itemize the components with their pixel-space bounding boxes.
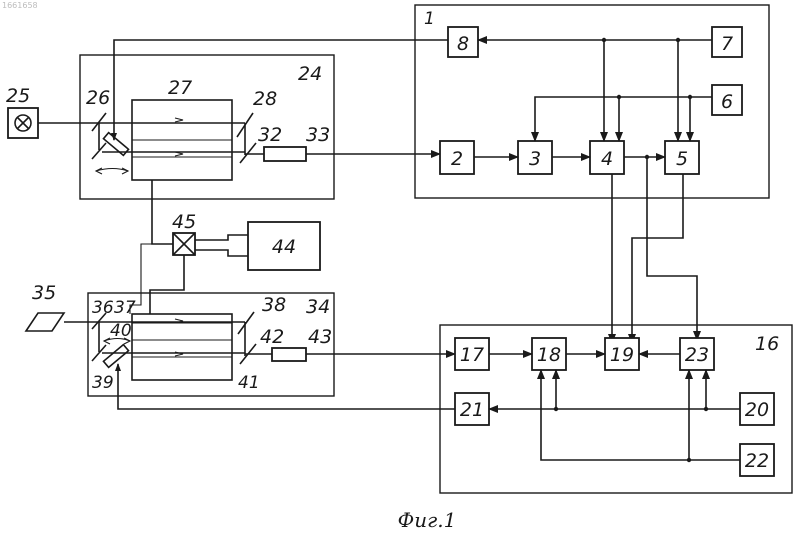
light-source-35: [26, 313, 64, 331]
link-27-to-45: [152, 180, 173, 244]
link-21-to-mirror: [118, 364, 455, 409]
label-33: 33: [306, 124, 330, 146]
light-source-25: [8, 108, 38, 138]
link-22-to-18: [541, 370, 740, 460]
element-45: [173, 233, 195, 255]
label-43: 43: [308, 326, 332, 348]
label-36: 36: [92, 298, 114, 318]
block-4-label: 4: [601, 148, 613, 170]
movable-mirror-lower: [103, 345, 128, 368]
link-45-to-44b: [195, 250, 248, 256]
label-42: 42: [260, 326, 284, 348]
label-39: 39: [92, 373, 114, 393]
label-25: 25: [6, 85, 30, 107]
optical-assembly-27: [132, 100, 232, 180]
block-22-label: 22: [745, 450, 769, 472]
block-17-label: 17: [460, 344, 484, 366]
link-45-to-37: [150, 255, 184, 314]
label-40: 40: [110, 321, 132, 341]
figure-caption: Фиг.1: [398, 508, 457, 532]
link-4-to-23: [647, 157, 697, 340]
label-41: 41: [238, 373, 260, 393]
label-35: 35: [32, 282, 56, 304]
block-8-label: 8: [457, 33, 469, 55]
block-19-label: 19: [610, 344, 634, 366]
mirror-38: [238, 312, 254, 334]
label-38: 38: [262, 294, 286, 316]
link-45-to-44a: [195, 235, 248, 240]
block-6-label: 6: [721, 91, 733, 113]
block-7-label: 7: [721, 33, 733, 55]
label-37: 37: [114, 298, 136, 318]
block-2-label: 2: [451, 148, 463, 170]
label-28: 28: [253, 88, 277, 110]
block-20-label: 20: [745, 399, 769, 421]
label-1: 1: [424, 9, 435, 29]
label-27: 27: [168, 77, 192, 99]
optical-assembly-37: [132, 314, 232, 380]
block-5-label: 5: [676, 148, 688, 170]
block-44-label: 44: [272, 236, 296, 258]
photodetector-33: [264, 147, 306, 161]
label-16: 16: [755, 333, 779, 355]
watermark-text: 1661658: [2, 1, 38, 10]
block-21-label: 21: [460, 399, 484, 421]
link-5-to-19: [632, 174, 683, 343]
label-26: 26: [86, 87, 110, 109]
label-45: 45: [172, 211, 196, 233]
photodetector-43: [272, 348, 306, 361]
frame-unit-24: [80, 55, 334, 199]
link-6-to-3: [535, 97, 712, 141]
label-32: 32: [258, 124, 282, 146]
block-18-label: 18: [537, 344, 561, 366]
block-23-label: 23: [685, 344, 709, 366]
block-3-label: 3: [529, 148, 541, 170]
mirror-32: [240, 143, 256, 163]
label-34: 34: [306, 296, 330, 318]
label-24: 24: [298, 63, 322, 85]
